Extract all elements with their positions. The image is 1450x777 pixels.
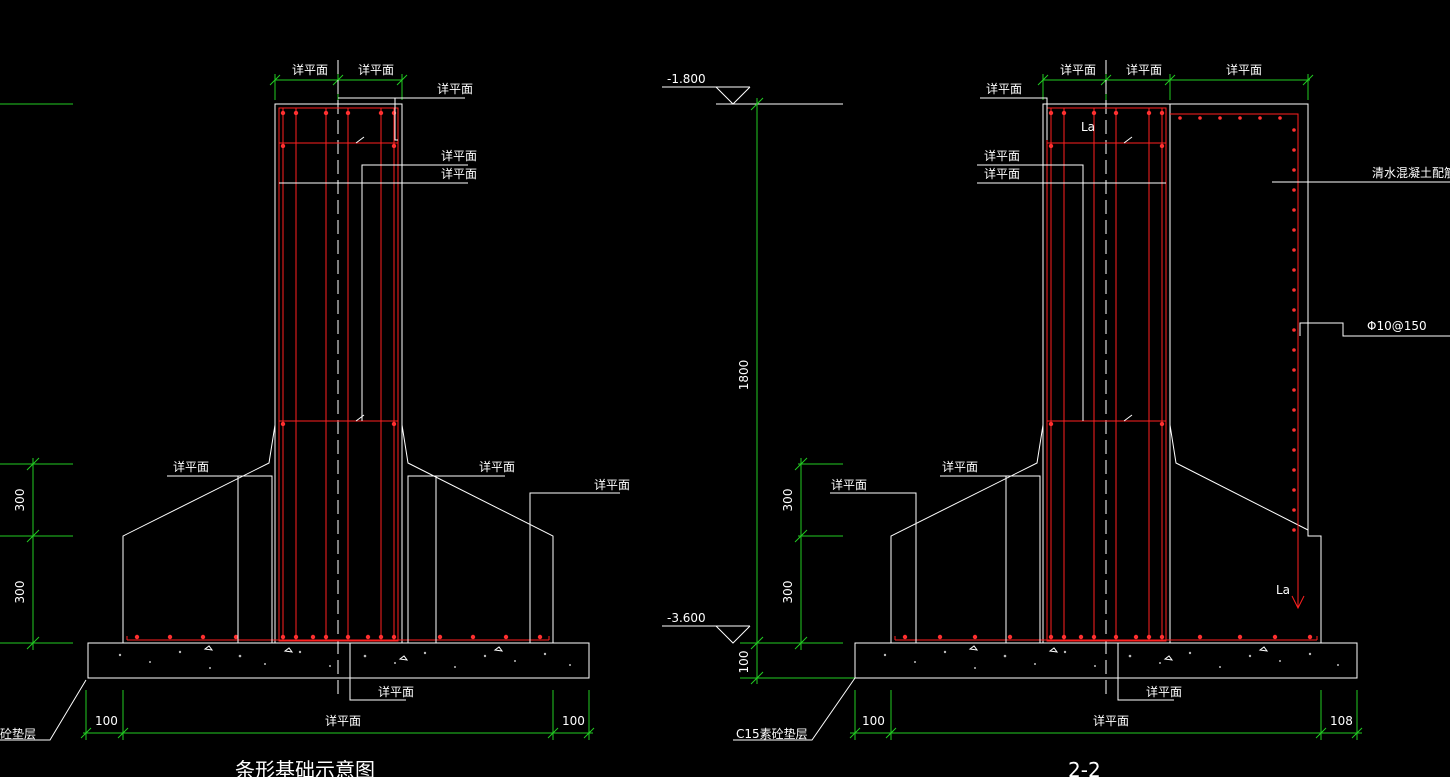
rebar-spec: Φ10@150 [1367, 319, 1427, 333]
c15-cushion-label: C15素砼垫层 [736, 726, 808, 741]
left-dim-100-a: 100 [95, 714, 118, 728]
left-label-far-right: 详平面 [594, 477, 630, 492]
left-label-mid-2: 详平面 [441, 166, 477, 181]
left-label-bottom: 详平面 [378, 684, 414, 699]
right-foundation-detail: -1.800 -3.600 1800 100 300 300 详平面 详平面 [662, 60, 1450, 777]
backfill-note: 清水混凝土配筋详二次深化 [1372, 165, 1450, 180]
elevation-top: -1.800 [667, 72, 706, 86]
right-dim-100: 100 [862, 714, 885, 728]
right-dim-108: 108 [1330, 714, 1353, 728]
left-drawing-title: 条形基础示意图 [235, 758, 375, 777]
left-label-mid-1: 详平面 [441, 148, 477, 163]
right-label-mid-1: 详平面 [984, 148, 1020, 163]
left-top-label-1: 详平面 [292, 62, 328, 77]
right-label-haunch-left: 详平面 [942, 459, 978, 474]
right-dim-width: 详平面 [1093, 713, 1129, 728]
right-cushion-texture [883, 645, 1339, 669]
right-top-label-3: 详平面 [1226, 62, 1262, 77]
left-dim-300-upper: 300 [13, 489, 27, 512]
left-label-haunch-left: 详平面 [173, 459, 209, 474]
left-dim-100-b: 100 [562, 714, 585, 728]
left-label-top-right: 详平面 [437, 81, 473, 96]
right-label-mid-2: 详平面 [984, 166, 1020, 181]
right-top-label-2: 详平面 [1126, 62, 1162, 77]
right-drawing-title: 2-2 [1068, 758, 1101, 777]
la-label-bottom: La [1276, 583, 1290, 597]
right-label-bottom: 详平面 [1146, 684, 1182, 699]
left-dim-width: 详平面 [325, 713, 361, 728]
left-cushion-label: 砼垫层 [0, 726, 36, 741]
right-label-far-left: 详平面 [831, 477, 867, 492]
elevation-bottom: -3.600 [667, 611, 706, 625]
right-top-label-1: 详平面 [1060, 62, 1096, 77]
left-cushion-texture [118, 645, 571, 669]
left-label-haunch-right: 详平面 [479, 459, 515, 474]
la-label-top: La [1081, 120, 1095, 134]
left-dim-300-lower: 300 [13, 581, 27, 604]
left-rebar [126, 107, 550, 642]
right-dim-300-lower: 300 [781, 581, 795, 604]
right-dim-300-upper: 300 [781, 489, 795, 512]
left-top-label-2: 详平面 [358, 62, 394, 77]
right-rebar [894, 107, 1318, 642]
right-label-top-left: 详平面 [986, 81, 1022, 96]
dim-100-vertical: 100 [737, 651, 751, 674]
left-foundation-detail: 300 300 详平面 详平面 [0, 60, 630, 777]
dim-1800: 1800 [737, 360, 751, 391]
